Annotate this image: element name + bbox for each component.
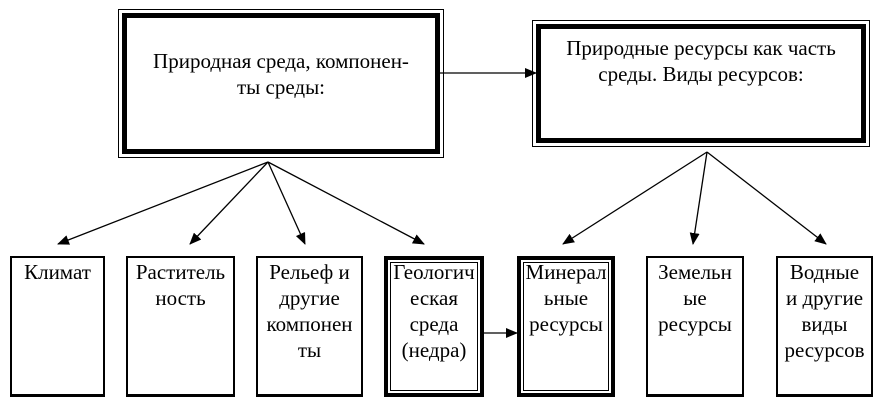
resource-label-mineral: Минерал ьные ресурсы — [525, 260, 607, 336]
component-label-relief: Рельеф и другие компонен ты — [266, 260, 353, 362]
arrow-to-vegetation — [189, 161, 269, 245]
arrow-to-climate — [57, 161, 269, 245]
resource-box-mineral — [517, 256, 615, 397]
resource-label-land: Земельн ые ресурсы — [658, 260, 732, 336]
resource-label-water: Водные и другие виды ресурсов — [784, 260, 865, 362]
arrow-to-water — [706, 151, 827, 245]
resources-box-label: Природные ресурсы как часть среды. Виды … — [566, 36, 836, 86]
resource-box-land — [646, 256, 744, 397]
component-label-vegetation: Раститель ность — [135, 260, 226, 310]
component-box-relief — [256, 256, 363, 397]
arrow-to-relief — [267, 161, 306, 245]
environment-box-label: Природная среда, компонен- ты среды: — [153, 49, 409, 99]
arrow-to-geology — [267, 161, 425, 245]
environment-box — [118, 9, 444, 158]
component-box-climate — [10, 256, 105, 397]
arrow-to-mineral — [562, 151, 708, 245]
resource-box-water — [776, 256, 873, 397]
component-box-geology — [384, 256, 484, 397]
resources-box — [532, 20, 870, 147]
arrow-to-land — [689, 151, 708, 245]
component-label-geology: Геологич еская среда (недра) — [393, 260, 475, 362]
component-box-vegetation — [126, 256, 235, 397]
component-label-climate: Климат — [24, 260, 91, 284]
